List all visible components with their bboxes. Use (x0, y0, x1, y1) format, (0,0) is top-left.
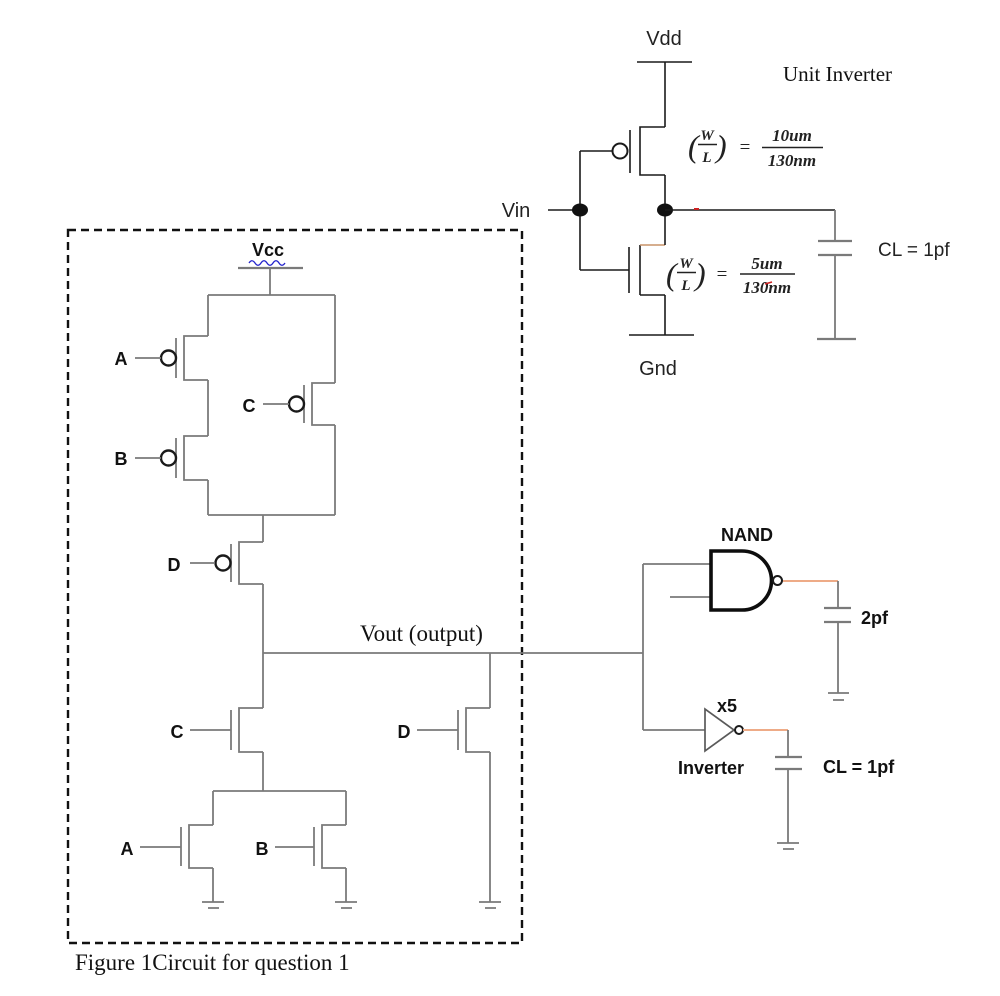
ui-pmos-ratio-formula: ( W L ) = 10um 130nm (688, 126, 823, 170)
nmos-c-label: C (171, 722, 184, 742)
nand-load-capacitor (824, 606, 851, 624)
pmos-b-label: B (115, 449, 128, 469)
pmos-a-channel (183, 335, 208, 381)
nmos-a-label: A (121, 839, 134, 859)
nmos-c-channel (238, 707, 263, 753)
ui-pmos-channel (639, 126, 665, 176)
ui-nmos-channel (639, 245, 665, 296)
ui-load-capacitor (818, 239, 852, 257)
nand-gate (709, 549, 774, 612)
vin-junction-dot (572, 203, 588, 217)
vout-label: Vout (output) (360, 621, 483, 646)
pmos-d-label: D (168, 555, 181, 575)
vdd-label: Vdd (646, 28, 682, 50)
nmos-formula-close-paren: ) (693, 256, 706, 292)
pmos-a-bubble (159, 349, 178, 367)
nmos-a-channel (188, 824, 213, 869)
inverter-cap-ground-symbol (777, 842, 799, 850)
pmos-c-channel (311, 382, 335, 426)
nand-label: NAND (721, 525, 773, 545)
nmos-formula-l: L (680, 278, 690, 294)
inverter-gate (704, 707, 736, 753)
unit-inverter-title: Unit Inverter (783, 62, 892, 86)
pmos-b-bubble (159, 449, 178, 467)
gnd-label: Gnd (639, 358, 677, 380)
nmos-b-channel (321, 824, 346, 869)
pmos-formula-w: W (700, 128, 715, 144)
pmos-b-channel (183, 435, 208, 481)
inverter-output-bubble (734, 725, 744, 735)
pmos-formula-close-paren: ) (714, 128, 727, 164)
nmos-formula-open-paren: ( (666, 256, 679, 292)
nmos-a-ground-symbol (202, 901, 224, 909)
inverter-load-capacitor (775, 755, 802, 771)
pmos-d-bubble (214, 554, 232, 572)
ui-nmos-ratio-formula: ( W L ) = 5um 130nm (666, 254, 795, 297)
nand-cap-ground-symbol (828, 692, 849, 701)
ui-pmos-bubble (611, 142, 629, 160)
dashed-boundary (66, 228, 524, 945)
pmos-formula-l: L (701, 150, 711, 166)
nand-output-bubble (772, 575, 783, 586)
pmos-a-label: A (115, 349, 128, 369)
pmos-d-channel (238, 541, 263, 585)
pmos-formula-open-paren: ( (688, 128, 701, 164)
nmos-d-label: D (398, 722, 411, 742)
pmos-formula-denominator: 130nm (768, 151, 816, 170)
nand-cap-label: 2pf (861, 608, 889, 628)
nmos-formula-denominator: 130nm (743, 278, 791, 297)
inverter-scale-label: x5 (717, 696, 737, 716)
nmos-formula-w: W (679, 256, 694, 272)
pmos-c-label: C (243, 396, 256, 416)
inverter-label: Inverter (678, 758, 744, 778)
vcc-squiggle-underline (248, 260, 286, 266)
nmos-formula-numerator: 5um (751, 254, 782, 273)
nmos-d-ground-symbol (479, 901, 501, 909)
pmos-c-bubble (287, 395, 306, 413)
figure-caption: Figure 1Circuit for question 1 (75, 950, 350, 975)
nmos-formula-equals: = (717, 264, 728, 285)
vcc-label: Vcc (252, 240, 284, 260)
nmos-b-label: B (256, 839, 269, 859)
red-mark-formula (764, 281, 773, 285)
nmos-d-channel (465, 707, 490, 753)
vin-label: Vin (502, 200, 531, 222)
inverter-cap-label: CL = 1pf (823, 757, 895, 777)
nmos-b-ground-symbol (335, 901, 357, 909)
pmos-formula-equals: = (740, 137, 751, 158)
ui-cl-label: CL = 1pf (878, 240, 950, 261)
pmos-formula-numerator: 10um (772, 126, 812, 145)
